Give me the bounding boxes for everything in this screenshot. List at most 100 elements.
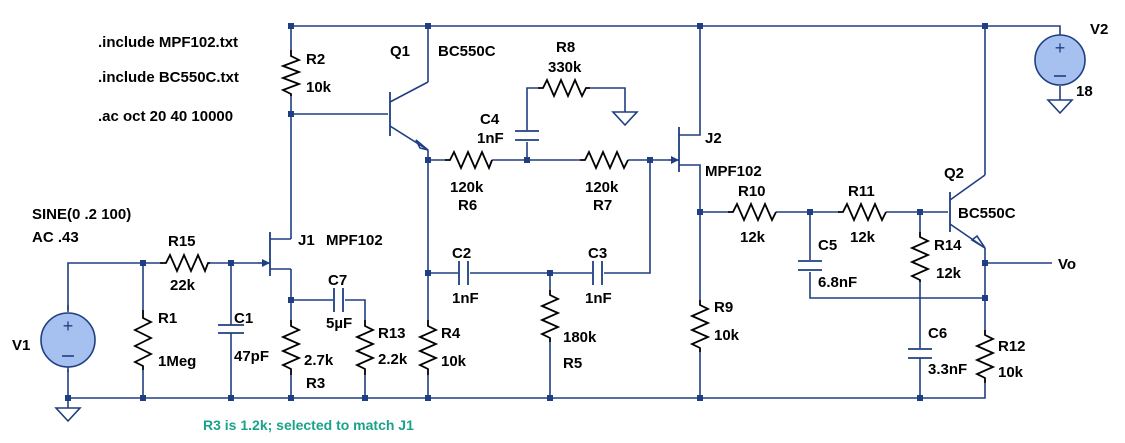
r11-value: 12k xyxy=(850,229,876,246)
ground-icon xyxy=(611,111,639,127)
junction-dot xyxy=(524,157,530,163)
resistor-r4 xyxy=(417,320,439,375)
c4-value: 1nF xyxy=(477,130,504,147)
comment-note: R3 is 1.2k; selected to match J1 xyxy=(203,417,414,433)
v2-ref-label: V2 xyxy=(1090,21,1108,38)
c3-ref: C3 xyxy=(588,245,607,262)
capacitor-c3 xyxy=(592,261,603,285)
resistor-r15 xyxy=(160,252,210,274)
c5-ref: C5 xyxy=(818,237,837,254)
resistor-r8 xyxy=(538,77,590,99)
junction-dot xyxy=(425,23,431,29)
junction-dot xyxy=(982,260,988,266)
junction-dot xyxy=(547,395,553,401)
capacitor-c5 xyxy=(798,260,822,271)
c6-value: 3.3nF xyxy=(928,361,967,378)
resistor-r2 xyxy=(280,50,302,96)
resistor-r7 xyxy=(580,149,629,171)
r15-value: 22k xyxy=(170,277,196,294)
r6-value: 120k xyxy=(450,179,484,196)
r2-value: 10k xyxy=(306,79,332,96)
r14-value: 12k xyxy=(936,265,962,282)
junction-dot xyxy=(288,395,294,401)
directive-include-bc550c: .include BC550C.txt xyxy=(98,69,239,86)
ground-icon xyxy=(54,398,82,423)
resistor-r12 xyxy=(974,330,996,383)
junction-dot xyxy=(140,395,146,401)
junction-dot xyxy=(288,297,294,303)
v1-sine-spec: SINE(0 .2 100) xyxy=(32,206,131,223)
junction-dot xyxy=(288,111,294,117)
junction-dot xyxy=(425,157,431,163)
capacitor-c2 xyxy=(458,261,469,285)
v2-value-label: 18 xyxy=(1076,83,1093,100)
c3-value: 1nF xyxy=(585,290,612,307)
c7-value: 5µF xyxy=(326,315,352,332)
r13-value: 2.2k xyxy=(378,351,408,368)
junction-dot xyxy=(697,395,703,401)
j2-model: MPF102 xyxy=(705,163,762,180)
capacitor-c1 xyxy=(218,324,244,370)
resistors xyxy=(132,50,996,383)
c2-value: 1nF xyxy=(452,290,479,307)
q2-ref: Q2 xyxy=(944,165,964,182)
c1-ref: C1 xyxy=(234,310,253,327)
r4-value: 10k xyxy=(441,353,467,370)
svg-text:+: + xyxy=(1055,38,1066,58)
component-labels: R1 1Meg R2 10k 2.7k R3 R4 10k 180k R5 12… xyxy=(158,39,1026,392)
resistor-r13 xyxy=(354,320,376,375)
r2-ref: R2 xyxy=(306,51,325,68)
c6-ref: C6 xyxy=(928,325,947,342)
r14-ref: R14 xyxy=(934,237,962,254)
junction-dot xyxy=(362,395,368,401)
junction-dot xyxy=(647,157,653,163)
c7-ref: C7 xyxy=(328,272,347,289)
c3-right-wire xyxy=(604,160,651,274)
r7-value: 120k xyxy=(585,179,619,196)
capacitor-c4 xyxy=(515,130,539,141)
voltage-source-v1: + xyxy=(40,305,96,372)
r10-value: 12k xyxy=(740,229,766,246)
ground-rail-wire xyxy=(68,383,986,399)
junction-dot xyxy=(917,395,923,401)
r8-value: 330k xyxy=(548,59,582,76)
r7-ref: R7 xyxy=(593,197,612,214)
c7-right-wire xyxy=(345,299,366,320)
c2-ref: C2 xyxy=(452,245,471,262)
r12-value: 10k xyxy=(998,364,1024,381)
directive-ac-analysis: .ac oct 20 40 10000 xyxy=(98,108,233,125)
q1-ref: Q1 xyxy=(390,43,410,60)
junction-dot xyxy=(140,260,146,266)
directive-include-mpf102: .include MPF102.txt xyxy=(98,34,238,51)
source-labels: SINE(0 .2 100) AC .43 V1 V2 18 Vo xyxy=(12,21,1108,354)
resistor-r5 xyxy=(539,290,561,342)
r5-value: 180k xyxy=(563,329,597,346)
r3-ref: R3 xyxy=(306,375,325,392)
capacitors xyxy=(218,130,932,370)
junction-dot xyxy=(228,395,234,401)
voltage-source-v2: + xyxy=(1034,34,1086,86)
r9-value: 10k xyxy=(714,327,740,344)
r4-ref: R4 xyxy=(441,325,461,342)
jfet-j1 xyxy=(258,232,291,276)
junction-dot xyxy=(917,209,923,215)
v1-ac-spec: AC .43 xyxy=(32,229,79,246)
junction-dots xyxy=(65,23,988,401)
r1-ref: R1 xyxy=(158,310,177,327)
r12-ref: R12 xyxy=(998,338,1026,355)
resistor-r10 xyxy=(728,201,777,223)
capacitor-c6 xyxy=(908,348,932,368)
junction-dot xyxy=(982,23,988,29)
bjt-q2 xyxy=(949,174,986,249)
junction-dot xyxy=(425,395,431,401)
ground-symbols xyxy=(54,99,1074,423)
r13-ref: R13 xyxy=(378,325,406,342)
ground-icon xyxy=(1046,99,1074,115)
q1-model: BC550C xyxy=(438,43,496,60)
r15-ref: R15 xyxy=(168,233,196,250)
r8-right-wire xyxy=(590,87,626,112)
r11-ref: R11 xyxy=(848,183,875,200)
v1-top-wire xyxy=(67,262,160,310)
junction-dot xyxy=(697,23,703,29)
